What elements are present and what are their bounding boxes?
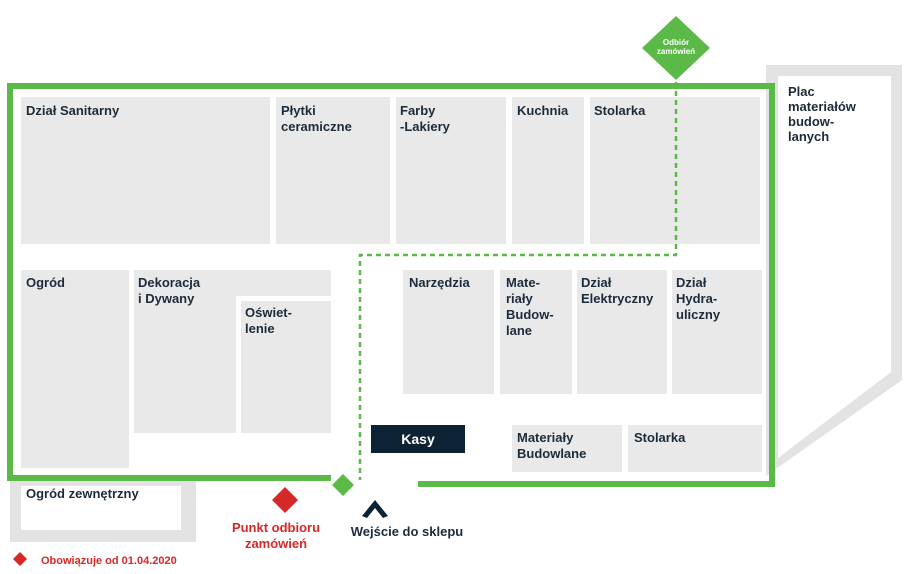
checkout-counter [371,425,465,453]
department-label-sanitary: Dział Sanitarny [26,103,120,118]
department-label-lighting: Oświet-lenie [245,305,292,336]
department-decor [134,270,331,433]
red-diamond-icon [13,552,27,566]
department-kitchen [512,97,584,244]
building-yard-area [766,65,902,476]
department-tiles [276,97,390,244]
department-label-paints: Farby-Lakiery [400,103,451,134]
checkout-label: Kasy [401,431,435,447]
department-joinery-bottom [628,425,762,472]
department-label-joinery-top: Stolarka [594,103,646,118]
department-lighting [241,301,331,433]
department-label-garden: Ogród [26,275,65,290]
department-paints [396,97,506,244]
outdoor-garden-area [10,476,196,542]
entrance-label: Wejście do sklepu [351,524,464,539]
legend-label: Obowiązuje od 01.04.2020 [41,555,177,567]
department-plumbing [672,270,762,394]
department-label-kitchen: Kuchnia [517,103,569,118]
department-label-tools: Narzędzia [409,275,470,290]
department-tools [403,270,494,394]
department-sanitary [21,97,270,244]
department-building-materials-mid [500,270,572,394]
department-electrical [577,270,667,394]
department-label-outdoor-garden: Ogród zewnętrzny [26,486,139,501]
department-label-joinery-bottom: Stolarka [634,430,686,445]
department-garden [21,270,129,468]
green-diamond-icon [332,474,354,496]
store-outline [7,83,775,487]
red-diamond-icon [272,487,298,513]
chevron-up-icon [362,500,388,518]
green-diamond-icon [642,16,710,80]
department-building-materials-bottom [512,425,622,472]
